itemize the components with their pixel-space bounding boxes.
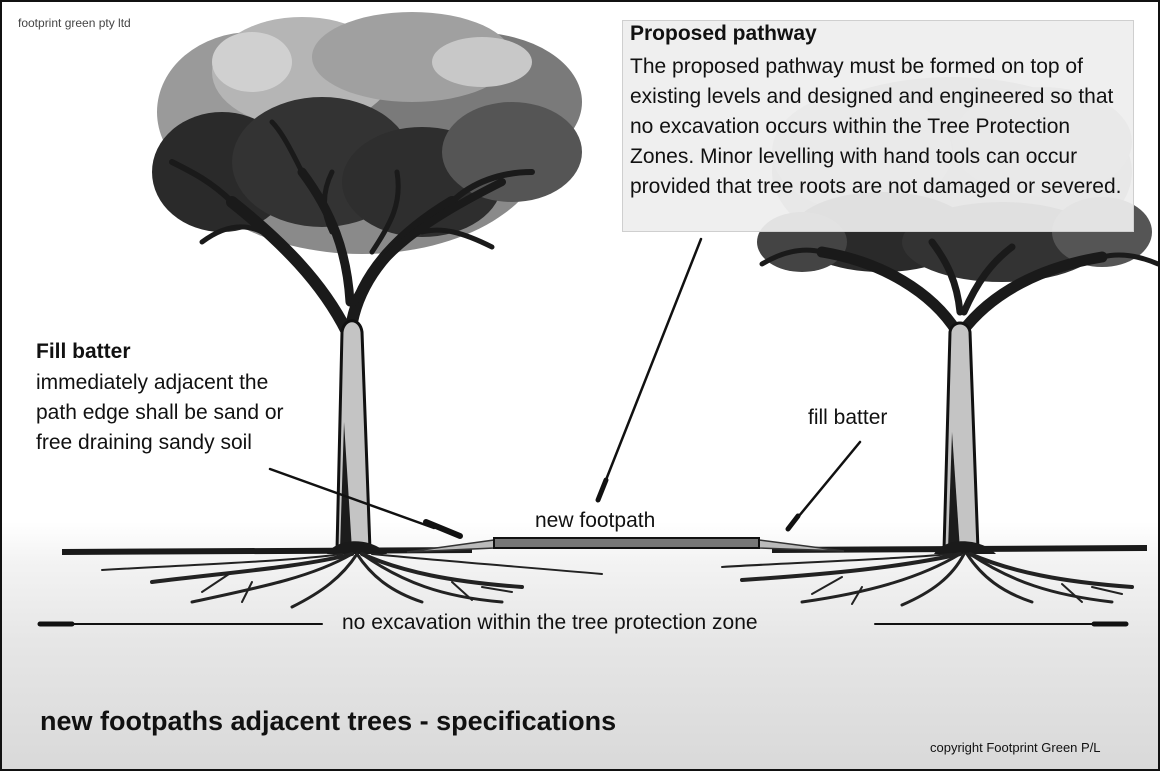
right-tree-trunk xyxy=(934,323,996,554)
right-tree-roots xyxy=(722,554,1132,605)
proposed-pathway-text: The proposed pathway must be formed on t… xyxy=(630,52,1140,202)
left-tree-canopy xyxy=(152,12,582,254)
left-tree-trunk xyxy=(327,321,387,554)
no-excavation-label: no excavation within the tree protection… xyxy=(336,611,764,635)
left-tree-roots xyxy=(102,554,602,607)
fill-batter-right-label: fill batter xyxy=(808,406,887,430)
watermark-text: footprint green pty ltd xyxy=(18,16,131,30)
fill-batter-text: immediately adjacent the path edge shall… xyxy=(36,368,286,458)
new-footpath-label: new footpath xyxy=(535,509,655,533)
fill-batter-heading: Fill batter xyxy=(36,340,131,364)
copyright-text: copyright Footprint Green P/L xyxy=(930,740,1101,755)
page-title: new footpaths adjacent trees - specifica… xyxy=(40,706,616,737)
proposed-pathway-heading: Proposed pathway xyxy=(630,22,817,46)
